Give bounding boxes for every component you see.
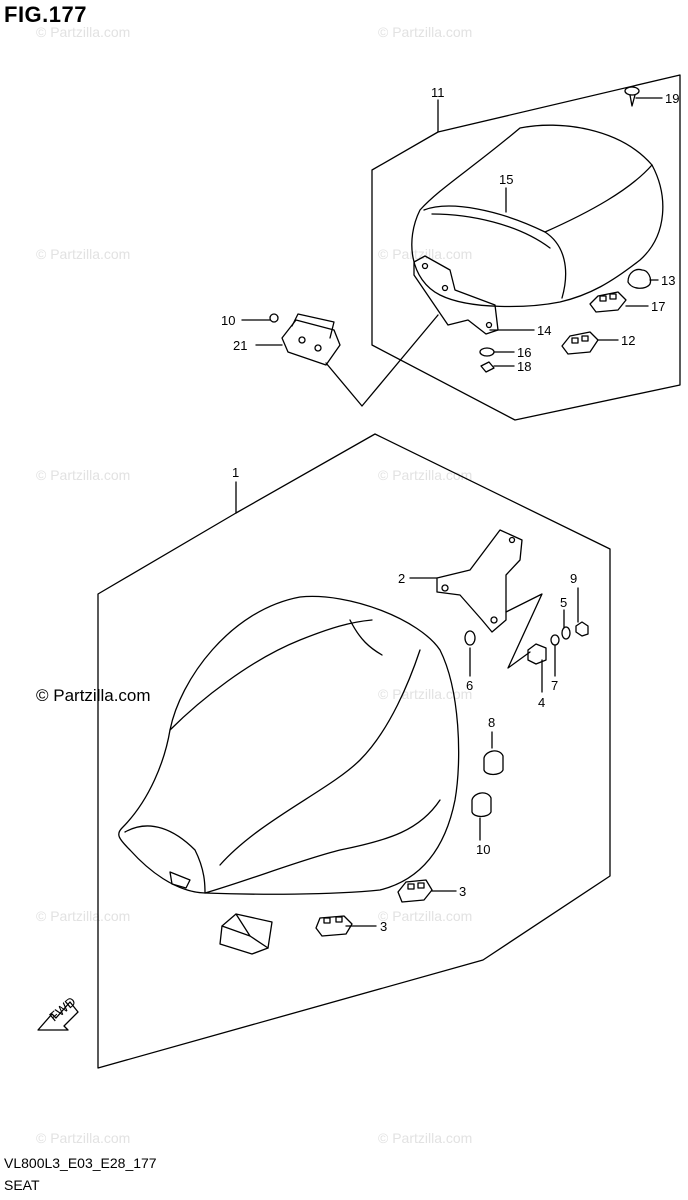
watermark: © Partzilla.com xyxy=(378,1130,473,1146)
assembly-link-line xyxy=(325,314,439,407)
seat-mount-bracket-part xyxy=(436,529,523,633)
callout-label: 13 xyxy=(661,273,675,288)
callout-label: 16 xyxy=(517,345,531,360)
washer-5-part xyxy=(561,626,571,640)
pillion-seat-part xyxy=(411,124,664,308)
callout-label: 21 xyxy=(233,338,247,353)
callout-label: 9 xyxy=(570,571,577,586)
callout-label: 3 xyxy=(459,884,466,899)
callout-label: 3 xyxy=(380,919,387,934)
cushion-8-part xyxy=(483,750,504,776)
callout-label: 7 xyxy=(551,678,558,693)
watermark: © Partzilla.com xyxy=(36,246,131,262)
callout-label: 2 xyxy=(398,571,405,586)
callout-label: 10 xyxy=(221,313,235,328)
callout-label: 6 xyxy=(466,678,473,693)
watermark: © Partzilla.com xyxy=(378,24,473,40)
cushion-3-part xyxy=(315,915,353,937)
callout-label: 4 xyxy=(538,695,545,710)
cushion-13-part xyxy=(561,331,599,355)
nut-19-part xyxy=(480,361,495,373)
callout-label: 18 xyxy=(517,359,531,374)
cushion-18-part xyxy=(589,291,627,313)
nut-10-part xyxy=(575,621,589,637)
cushion-9-part xyxy=(471,792,492,818)
document-pouch-part xyxy=(219,913,273,955)
watermark: © Partzilla.com xyxy=(378,467,473,483)
figure-code: VL800L3_E03_E28_177 xyxy=(4,1155,157,1171)
cushion-3-part xyxy=(397,879,433,903)
pillion-assembly-outline xyxy=(371,74,681,421)
figure-title: FIG.177 xyxy=(4,2,87,27)
rubber-cushion-part xyxy=(627,268,652,289)
copyright-notice: © Partzilla.com xyxy=(36,686,151,705)
watermark: © Partzilla.com xyxy=(36,1130,131,1146)
watermark: © Partzilla.com xyxy=(36,908,131,924)
seat-bracket-part xyxy=(413,255,499,335)
watermark: © Partzilla.com xyxy=(378,908,473,924)
forward-arrow-icon: FWD xyxy=(37,994,79,1031)
grab-handle-part xyxy=(281,313,341,366)
callout-label: 12 xyxy=(621,333,635,348)
bolt-11-part xyxy=(269,313,279,323)
callout-label: 15 xyxy=(499,172,513,187)
bolt-20-part xyxy=(624,86,640,107)
callout-label: 14 xyxy=(537,323,551,338)
callout-label: 17 xyxy=(651,299,665,314)
callout-label: 11 xyxy=(431,85,445,100)
leader-lines xyxy=(235,97,663,927)
main-seat-part xyxy=(118,595,460,895)
seat-assembly-outline xyxy=(97,433,611,1069)
watermark: © Partzilla.com xyxy=(36,24,131,40)
callout-label: 10 xyxy=(476,842,490,857)
collar-4-part xyxy=(527,643,547,665)
watermark: © Partzilla.com xyxy=(36,467,131,483)
callout-label: 19 xyxy=(665,91,679,106)
spacer-7-part xyxy=(550,634,560,646)
washer-6-part xyxy=(464,630,476,646)
callout-label: 8 xyxy=(488,715,495,730)
callout-label: 5 xyxy=(560,595,567,610)
figure-name: SEAT xyxy=(4,1177,40,1193)
watermark: © Partzilla.com xyxy=(378,246,473,262)
bracket-link-line xyxy=(505,593,543,669)
callout-label: 1 xyxy=(232,465,239,480)
washer-17-part xyxy=(479,347,495,357)
